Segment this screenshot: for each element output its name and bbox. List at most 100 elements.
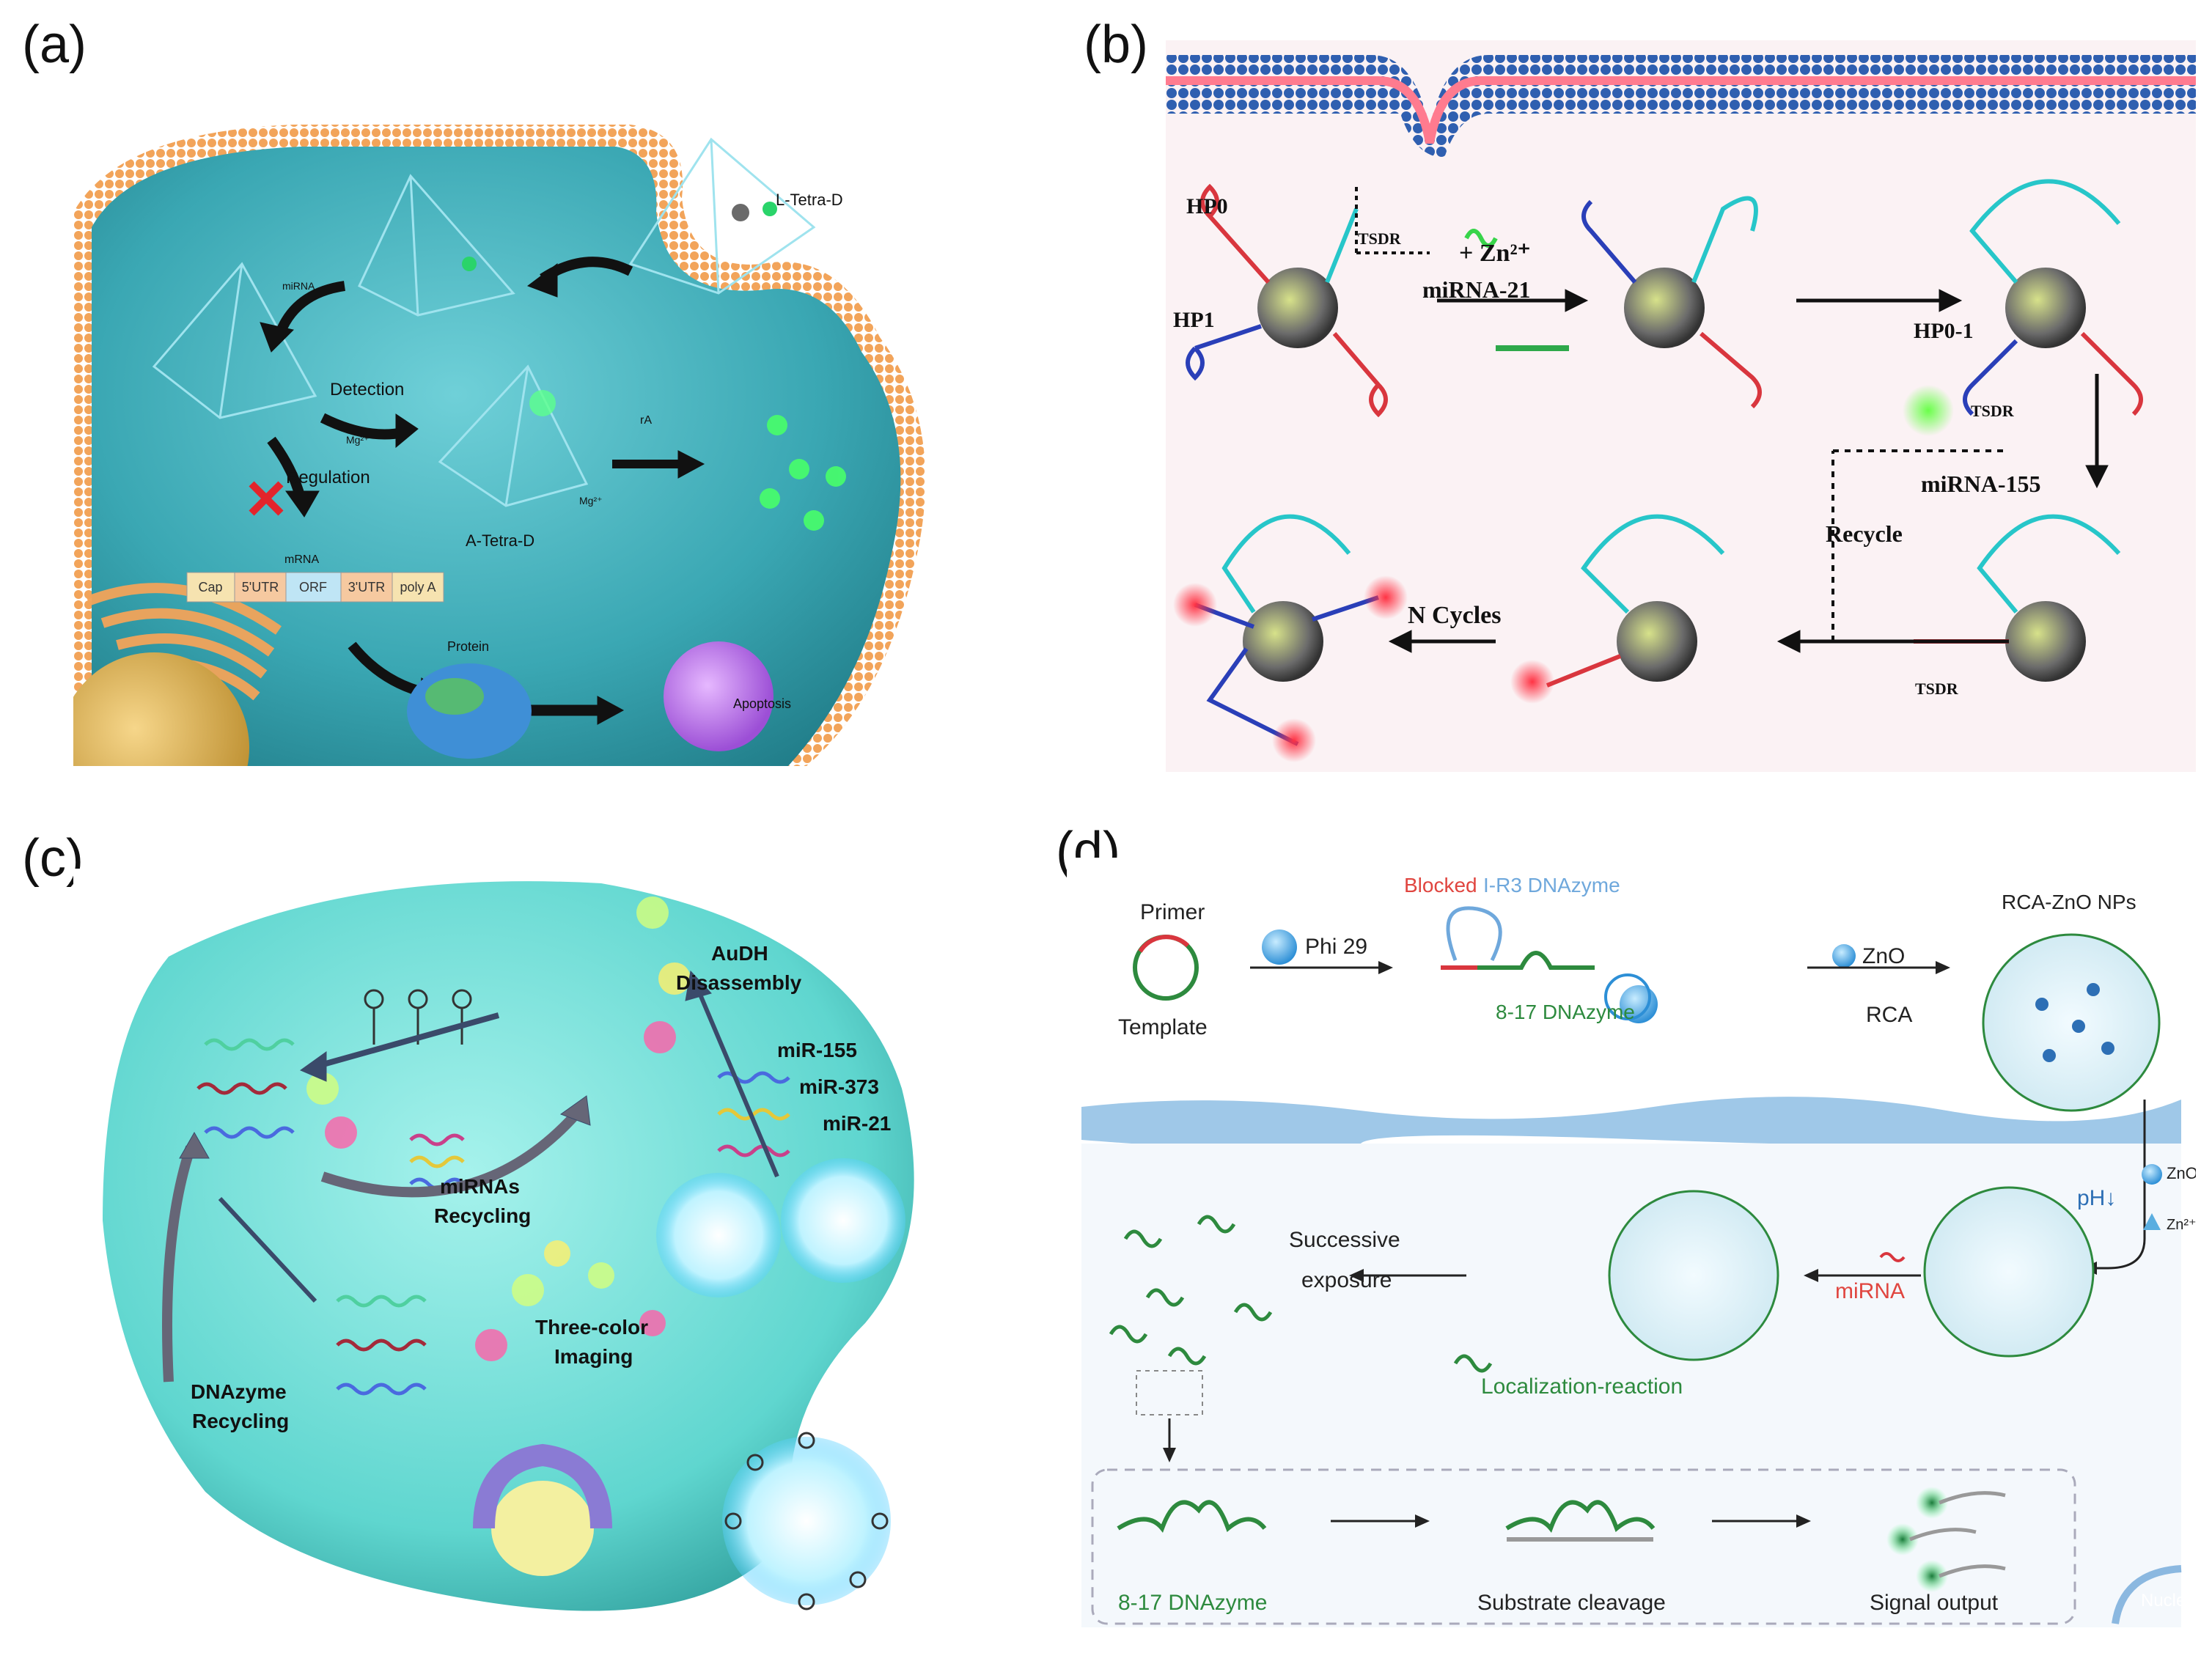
mrna-seg-1: 5'UTR (242, 580, 279, 594)
tsdr-label-3: TSDR (1915, 680, 1958, 698)
recycling-arrows (162, 970, 779, 1383)
nucleus-label: Nucleus (2141, 1591, 2196, 1610)
released-strands (1109, 1215, 1493, 1373)
reaction-steps-box (1091, 1468, 2076, 1625)
rca-label: RCA (1866, 1003, 1913, 1027)
green-signal-glow (1903, 385, 1954, 436)
imaging-label: Imaging (554, 1345, 633, 1368)
ra-label: rA (640, 414, 652, 427)
dnazyme817-label: 8-17 DNAzyme (1496, 1001, 1635, 1023)
dnazyme-label: DNAzyme (191, 1380, 287, 1403)
mirna155-label: miRNA-155 (1921, 471, 2041, 497)
apoptosis-label: Apoptosis (733, 696, 792, 711)
rca-zno-label: RCA-ZnO NPs (2002, 891, 2136, 913)
mrna-strip: Cap 5'UTR ORF 3'UTR poly A (186, 572, 444, 603)
tsdr-label-1: TSDR (1358, 229, 1401, 248)
panel-a-art: Cap 5'UTR ORF 3'UTR poly A (73, 125, 926, 766)
mir373-label: miR-373 (799, 1075, 879, 1098)
mrna-seg-2: ORF (299, 580, 327, 594)
primer-label: Primer (1140, 900, 1205, 924)
mrna-seg-4: poly A (400, 580, 436, 594)
rca-zno-nanoparticle (1982, 933, 2161, 1112)
zno-label-2: ZnO (2167, 1164, 2196, 1182)
blocked-label: Blocked (1404, 874, 1477, 897)
fluorescent-dots (306, 897, 691, 1361)
ph-label: pH↓ (2077, 1186, 2117, 1210)
n-cycles-label: N Cycles (1408, 602, 1502, 629)
process-arrows (260, 257, 705, 725)
successive-label: Successive (1289, 1228, 1400, 1252)
panel-d: Primer Template Phi 29 Blocked I-R3 DNAz… (1067, 858, 2196, 1635)
l-tetra-label: L-Tetra-D (776, 191, 843, 209)
three-color-label: Three-color (535, 1316, 649, 1339)
blocked-dnazyme-icon (1448, 951, 1595, 970)
exposure-label: exposure (1301, 1268, 1392, 1292)
hp01-label: HP0-1 (1914, 319, 1974, 343)
disassembly-label: Disassembly (676, 971, 802, 994)
cell-body (103, 881, 914, 1611)
nanoparticles (1243, 268, 2086, 682)
regulation-label: Regulation (286, 468, 370, 487)
dnazyme-recycling-label: Recycling (192, 1410, 290, 1432)
membrane-bilayer (1166, 55, 2196, 158)
mg-label-1: Mg²⁺ (346, 434, 370, 446)
ir3-dnazyme-label: I-R3 DNAzyme (1483, 874, 1620, 897)
nucleus-icon (73, 652, 249, 766)
panel-b: HP0 HP1 TSDR + Zn²⁺ miRNA-21 HP0-1 TSDR … (1166, 40, 2196, 772)
step-dnazyme-label: 8-17 DNAzyme (1118, 1591, 1268, 1615)
mirnas-label: miRNAs (440, 1175, 520, 1198)
panel-a: Cap 5'UTR ORF 3'UTR poly A L-Tetra-D miR… (73, 117, 946, 766)
mrna-seg-3: 3'UTR (348, 580, 385, 594)
cell-membrane (1081, 1097, 2181, 1152)
template-label: Template (1118, 1015, 1208, 1039)
localization-nanoparticle (1608, 1190, 1779, 1361)
detection-label: Detection (330, 380, 405, 400)
tsdr-label-2: TSDR (1971, 402, 2014, 420)
panel-c-art (103, 881, 914, 1611)
hp0-label: HP0 (1186, 194, 1228, 218)
nanoparticle-in-cell (1923, 1186, 2095, 1358)
tetrahedron-icons (152, 137, 816, 507)
mirna-label: miRNA (1835, 1279, 1905, 1303)
mirna-label: miRNA (282, 280, 315, 292)
phi29-icon (1262, 929, 1297, 965)
audh-nanoparticles (656, 1158, 905, 1605)
mrna-seg-0: Cap (198, 580, 222, 594)
substrate-cleavage-label: Substrate cleavage (1477, 1591, 1666, 1615)
zn-ion-icon (2143, 1213, 2161, 1230)
zno-label: ZnO (1862, 944, 1906, 968)
mirnas-recycling-label: Recycling (434, 1204, 532, 1227)
protein-label: Protein (447, 639, 490, 654)
hp1-label: HP1 (1173, 308, 1215, 332)
audh-label: AuDH (711, 942, 768, 965)
panel-c: AuDH Disassembly miR-155 miR-373 miR-21 … (73, 869, 975, 1638)
mirna-strands (196, 1038, 790, 1396)
a-tetra-label: A-Tetra-D (466, 531, 535, 550)
fluorescent-strands-icon (760, 415, 846, 531)
mirna21-label: miRNA-21 (1422, 276, 1531, 303)
panel-d-art (1081, 906, 2182, 1627)
mg-label-2: Mg²⁺ (579, 495, 603, 507)
hairpin-probes (1186, 179, 2143, 746)
flow-arrows (1355, 187, 2109, 653)
mrna-label: mRNA (284, 553, 320, 566)
localization-label: Localization-reaction (1481, 1374, 1683, 1399)
phi29-label: Phi 29 (1305, 935, 1368, 959)
zn-label: + Zn²⁺ (1459, 240, 1531, 267)
panel-b-label: (b) (1084, 15, 1148, 74)
red-signal-glow (1173, 583, 1217, 627)
signal-output-label: Signal output (1870, 1591, 1999, 1615)
nucleus-corner-icon (2112, 1565, 2182, 1624)
mir21-label: miR-21 (823, 1112, 892, 1135)
recycle-label: Recycle (1826, 520, 1903, 547)
panel-b-art (1166, 55, 2196, 762)
panel-a-label: (a) (22, 15, 87, 74)
inhibition-x-icon (249, 481, 284, 516)
nucleus-icon (491, 1481, 594, 1576)
cell-interior (92, 147, 901, 766)
mir155-label: miR-155 (777, 1039, 857, 1061)
panel-c-label: (c) (22, 829, 84, 888)
apoptosis-cell-icon (664, 641, 774, 751)
zno-icon (1832, 944, 1856, 968)
signal-output-icon (1886, 1487, 2006, 1592)
